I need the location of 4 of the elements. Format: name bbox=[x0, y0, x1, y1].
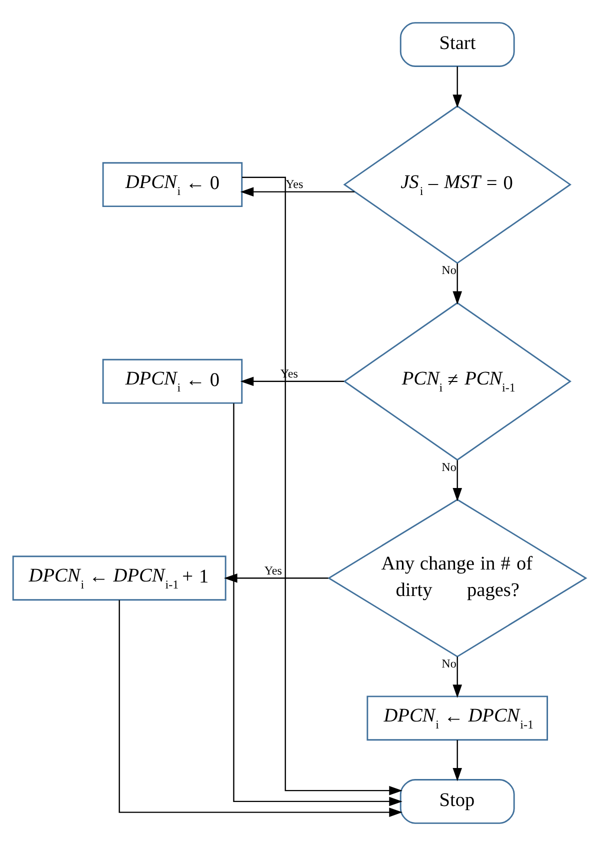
edge-label: No bbox=[442, 460, 456, 474]
edge-label: No bbox=[442, 263, 456, 278]
edge-label: No bbox=[442, 656, 456, 670]
edge-label: Yes bbox=[264, 564, 282, 578]
